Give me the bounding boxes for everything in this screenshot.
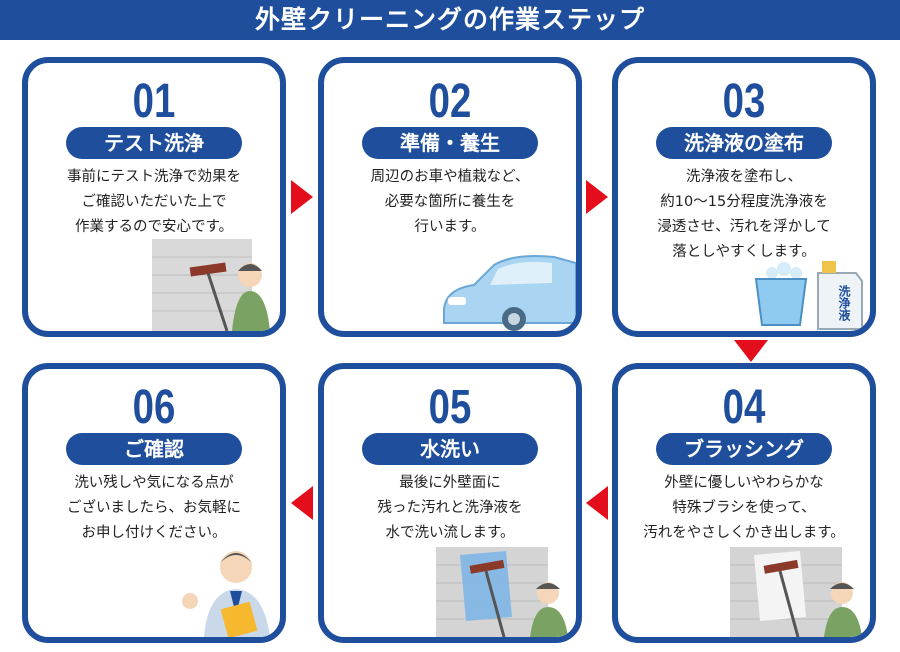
step-number: 03	[722, 75, 766, 128]
step-card-02: 02 準備・養生 周辺のお車や植栽など、 必要な箇所に養生を 行います。	[318, 57, 582, 337]
desc-line: ございましたら、お気軽に	[67, 500, 241, 516]
arrow-right-icon	[291, 180, 313, 214]
staff-with-clipboard-illustration	[182, 551, 270, 637]
rinsing-wall-illustration	[436, 547, 568, 637]
step-title: テスト洗浄	[66, 127, 242, 159]
page-title: 外壁クリーニングの作業ステップ	[0, 0, 900, 40]
step-description: 洗浄液を塗布し、 約10〜15分程度洗浄液を 浸透させ、汚れを浮かして 落としや…	[618, 165, 870, 265]
step-title: 洗浄液の塗布	[656, 127, 832, 159]
desc-line: 水で洗い流します。	[385, 525, 515, 541]
step-title: 水洗い	[362, 433, 538, 465]
desc-line: 約10〜15分程度洗浄液を	[660, 194, 828, 210]
step-card-06: 06 ご確認 洗い残しや気になる点が ございましたら、お気軽に お申し付けくださ…	[22, 363, 286, 643]
desc-line: ご確認いただいた上で	[81, 194, 227, 210]
arrow-left-icon	[291, 486, 313, 520]
desc-line: 特殊ブラシを使って、	[672, 500, 816, 516]
step-number: 02	[428, 75, 472, 128]
step-card-01: 01 テスト洗浄 事前にテスト洗浄で効果を ご確認いただいた上で 作業するので安…	[22, 57, 286, 337]
step-number: 05	[428, 381, 472, 434]
desc-line: 外壁に優しいやわらかな	[664, 475, 824, 491]
desc-line: 落としやすくします。	[672, 244, 816, 260]
desc-line: 洗い残しや気になる点が	[74, 475, 234, 491]
step-description: 外壁に優しいやわらかな 特殊ブラシを使って、 汚れをやさしくかき出します。	[618, 471, 870, 546]
step-card-05: 05 水洗い 最後に外壁面に 残った汚れと洗浄液を 水で洗い流します。	[318, 363, 582, 643]
desc-line: 最後に外壁面に	[399, 475, 501, 491]
step-title: ブラッシング	[656, 433, 832, 465]
step-number: 04	[722, 381, 766, 434]
step-description: 周辺のお車や植栽など、 必要な箇所に養生を 行います。	[324, 165, 576, 240]
desc-line: 事前にテスト洗浄で効果を	[67, 169, 241, 185]
desc-line: 洗浄液を塗布し、	[686, 169, 802, 185]
desc-line: 残った汚れと洗浄液を	[377, 500, 523, 516]
bucket-and-bottle-illustration	[754, 261, 863, 330]
step-card-04: 04 ブラッシング 外壁に優しいやわらかな 特殊ブラシを使って、 汚れをやさしく…	[612, 363, 876, 643]
bottle-label: 洗浄液	[837, 285, 851, 321]
step-title: ご確認	[66, 433, 242, 465]
step-card-03: 03 洗浄液の塗布 洗浄液を塗布し、 約10〜15分程度洗浄液を 浸透させ、汚れ…	[612, 57, 876, 337]
brushing-wall-illustration	[730, 547, 862, 637]
desc-line: 必要な箇所に養生を	[384, 194, 516, 210]
step-title: 準備・養生	[362, 127, 538, 159]
covered-car-illustration	[443, 255, 576, 331]
step-description: 最後に外壁面に 残った汚れと洗浄液を 水で洗い流します。	[324, 471, 576, 546]
desc-line: お申し付けください。	[81, 525, 227, 541]
desc-line: 作業するので安心です。	[74, 219, 234, 235]
step-number: 01	[132, 75, 176, 128]
desc-line: 行います。	[414, 219, 486, 235]
worker-wall-illustration	[152, 239, 270, 331]
arrow-right-icon	[586, 180, 608, 214]
arrow-left-icon	[586, 486, 608, 520]
desc-line: 浸透させ、汚れを浮かして	[657, 219, 831, 235]
step-description: 洗い残しや気になる点が ございましたら、お気軽に お申し付けください。	[28, 471, 280, 546]
arrow-down-icon	[734, 340, 768, 362]
step-number: 06	[132, 381, 176, 434]
desc-line: 周辺のお車や植栽など、	[370, 169, 530, 185]
step-description: 事前にテスト洗浄で効果を ご確認いただいた上で 作業するので安心です。	[28, 165, 280, 240]
desc-line: 汚れをやさしくかき出します。	[643, 525, 845, 541]
